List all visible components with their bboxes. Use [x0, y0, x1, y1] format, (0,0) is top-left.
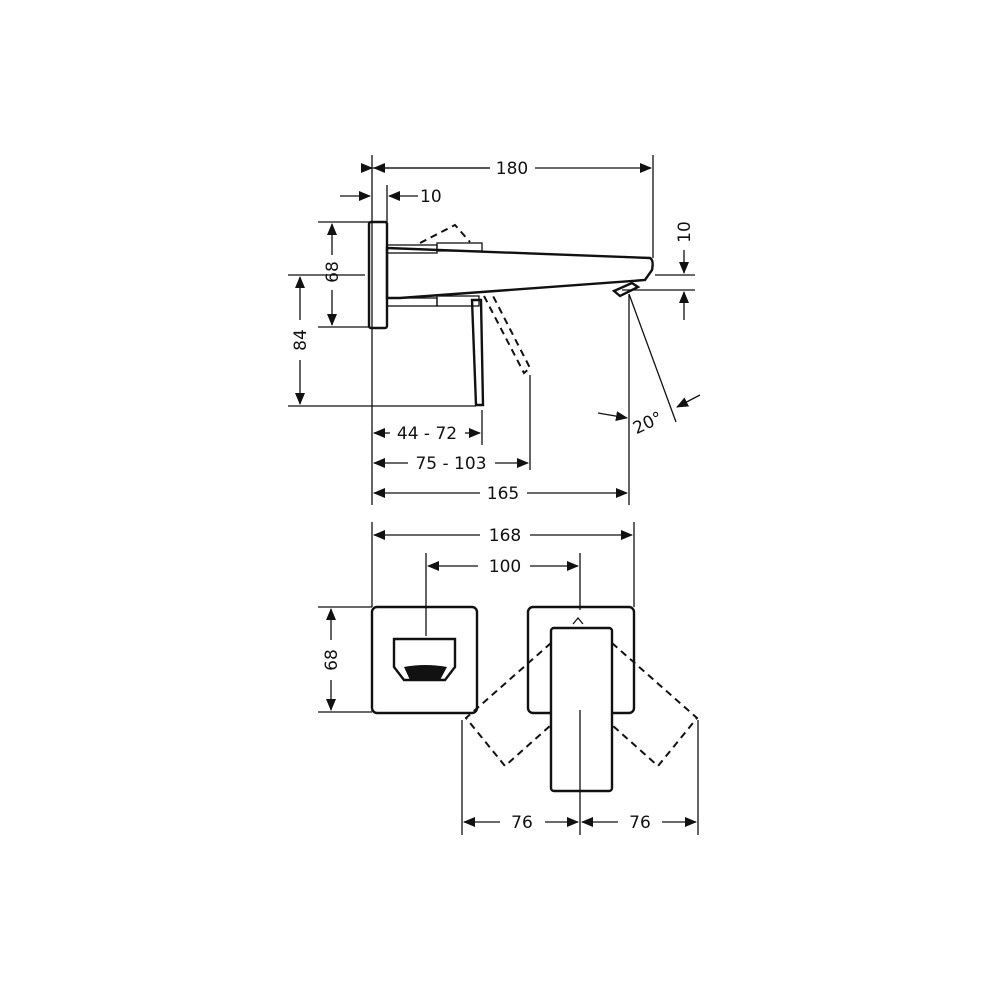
dim-center-distance: 100: [489, 557, 521, 577]
dim-overall-length: 180: [496, 159, 528, 179]
dim-lever-height: 84: [291, 329, 311, 351]
handle-swing-left: [464, 642, 552, 768]
spout-outlet: [392, 637, 457, 682]
aerator: [611, 281, 641, 298]
dim-front-plate-height: 68: [322, 649, 342, 671]
mixer-handle: [549, 626, 614, 793]
dim-angle: 20°: [630, 408, 666, 439]
dim-swing-right: 76: [629, 813, 651, 833]
dim-lever-reach: 44 - 72: [397, 424, 457, 444]
dim-overall-width: 168: [489, 526, 521, 546]
front-view: 168 100 68 76 76: [318, 522, 699, 835]
lever-tilted: [483, 293, 532, 375]
dim-spout-projection: 165: [487, 484, 519, 504]
dim-spout-offset: 10: [675, 221, 695, 243]
spout-plate: [370, 605, 479, 715]
handle-swing-right: [611, 642, 699, 768]
dim-swing-left: 76: [511, 813, 533, 833]
dim-lever-reach-tilted: 75 - 103: [415, 454, 486, 474]
dim-plate-height: 68: [323, 261, 343, 283]
dim-plate-thickness: 10: [420, 187, 442, 207]
spout: [385, 246, 654, 300]
lever: [470, 298, 485, 407]
side-view: 180 10 68 84 10 20° 44 - 72 75 - 103 165: [288, 155, 701, 505]
